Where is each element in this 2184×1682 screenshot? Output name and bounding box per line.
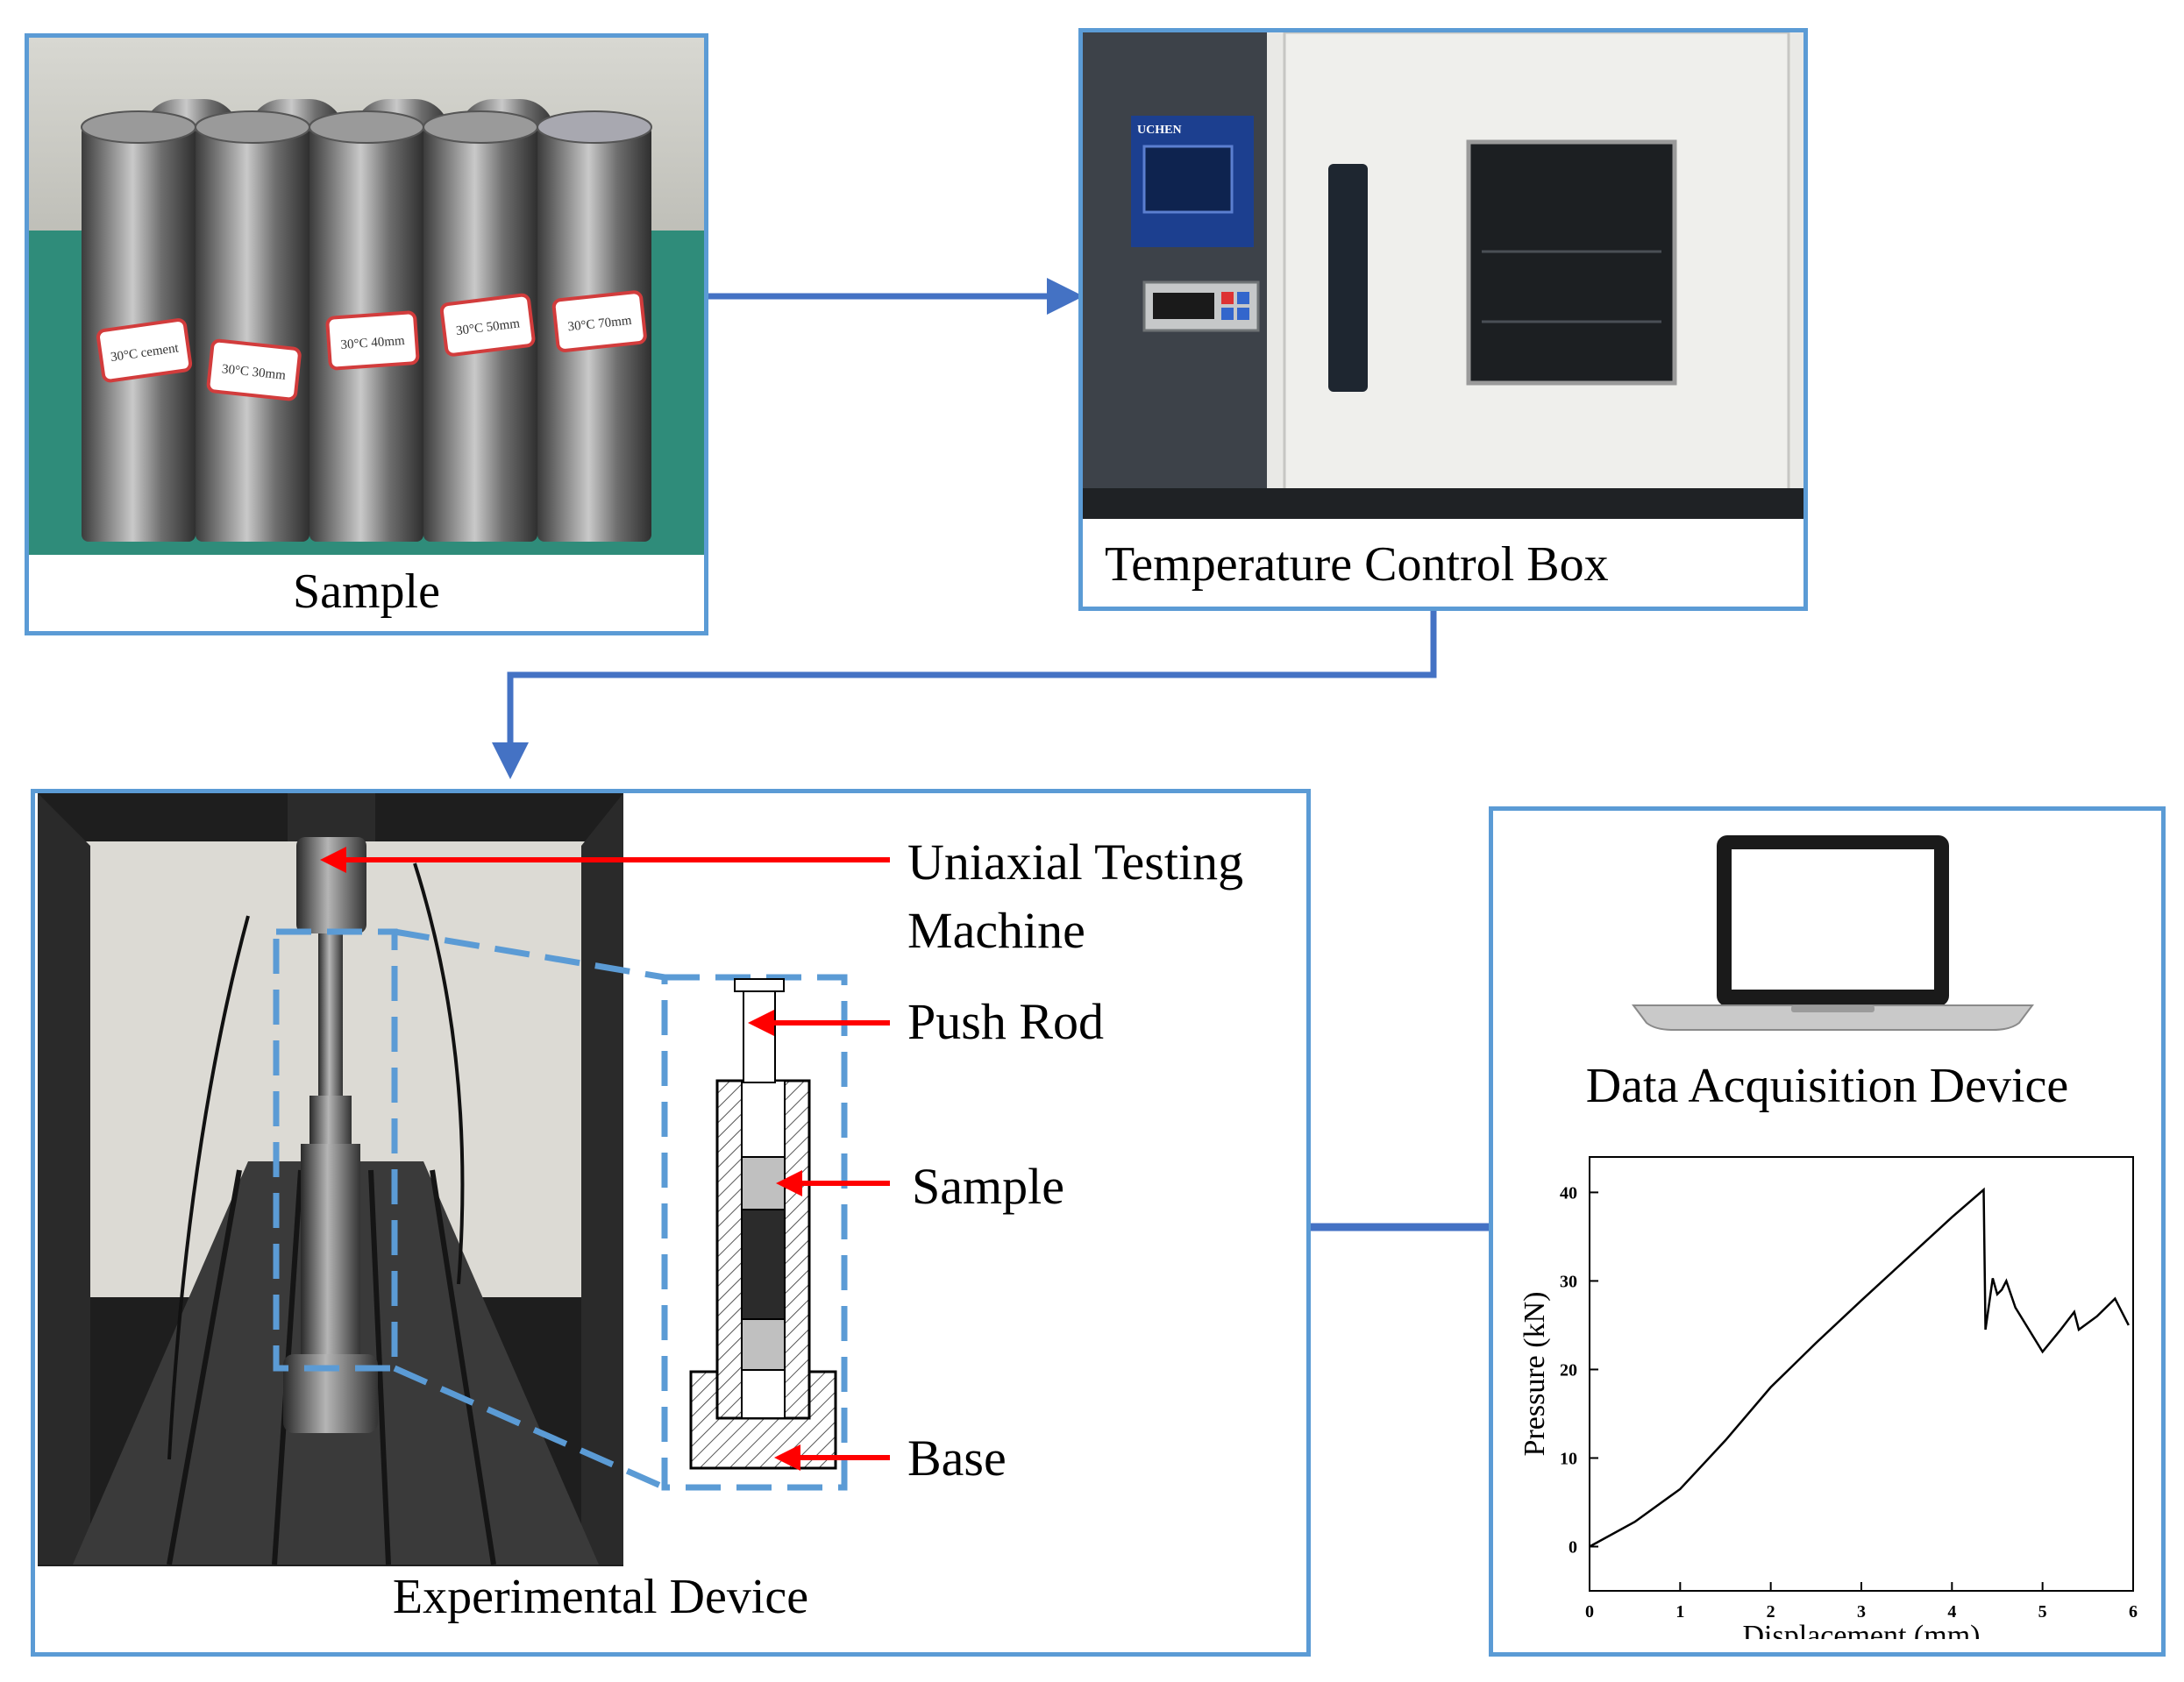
y-tick-label-3: 30 (1560, 1272, 1577, 1291)
label-sample: Sample (912, 1158, 1064, 1215)
y-tick-label-0: 0 (1569, 1537, 1577, 1557)
data-acquisition-panel: Data Acquisition Device 0 1 2 3 4 5 6 0 10 20 30 40… (1489, 806, 2166, 1657)
x-tick-label-4: 4 (1947, 1602, 1956, 1622)
zoom-source-frame (273, 928, 398, 1372)
laptop-icon (1632, 835, 2034, 1031)
series-line-pressure (1589, 1187, 2130, 1548)
data-acquisition-caption: Data Acquisition Device (1585, 1059, 2069, 1113)
experimental-caption: Experimental Device (392, 1570, 809, 1624)
device-schematic (689, 978, 837, 1470)
tube-label-2: 30°C 30mm (221, 362, 287, 383)
x-tick-label-3: 3 (1857, 1602, 1866, 1622)
x-tick-label-5: 5 (2038, 1602, 2047, 1622)
tube-label-3: 30°C 40mm (340, 334, 405, 352)
experimental-panel: Uniaxial Testing Machine Push Rod Sample… (31, 789, 1311, 1657)
sample-photo: 30°C cement 30°C 30mm 30°C 40mm 30°C 50m… (29, 38, 704, 555)
y-tick-label-1: 10 (1560, 1449, 1577, 1468)
x-tick-label-1: 1 (1675, 1602, 1684, 1622)
x-tick-label-0: 0 (1585, 1602, 1594, 1622)
x-tick-label-6: 6 (2129, 1602, 2138, 1622)
y-tick-label-4: 40 (1560, 1183, 1577, 1203)
tube-label-5: 30°C 70mm (567, 314, 633, 335)
temperature-box-panel: UCHEN Temperature Control Box (1078, 28, 1808, 611)
y-axis-label: Pressure (kN) (1519, 1292, 1551, 1457)
label-machine-line1: Uniaxial Testing (907, 834, 1244, 891)
front-tubes (81, 110, 652, 542)
callout-overlay (273, 847, 890, 1491)
x-axis-label: Displacement (mm) (1743, 1620, 1981, 1639)
sample-caption: Sample (293, 564, 440, 619)
y-tick-label-2: 20 (1560, 1360, 1577, 1380)
sample-panel: 30°C cement 30°C 30mm 30°C 40mm 30°C 50m… (25, 33, 708, 635)
arrow-box-to-experiment (492, 607, 1437, 779)
label-base: Base (907, 1430, 1007, 1487)
oven-brand: UCHEN (1137, 124, 1182, 137)
label-machine-line2: Machine (907, 902, 1085, 959)
temperature-box-caption: Temperature Control Box (1105, 537, 1609, 592)
zoom-detail-frame (661, 974, 848, 1491)
label-push-rod: Push Rod (907, 993, 1105, 1050)
plot-frame (1589, 1156, 2134, 1592)
tube-labels: 30°C cement 30°C 30mm 30°C 40mm 30°C 50m… (96, 290, 647, 401)
x-tick-label-2: 2 (1767, 1602, 1775, 1622)
oven-photo: UCHEN (1083, 32, 1803, 519)
